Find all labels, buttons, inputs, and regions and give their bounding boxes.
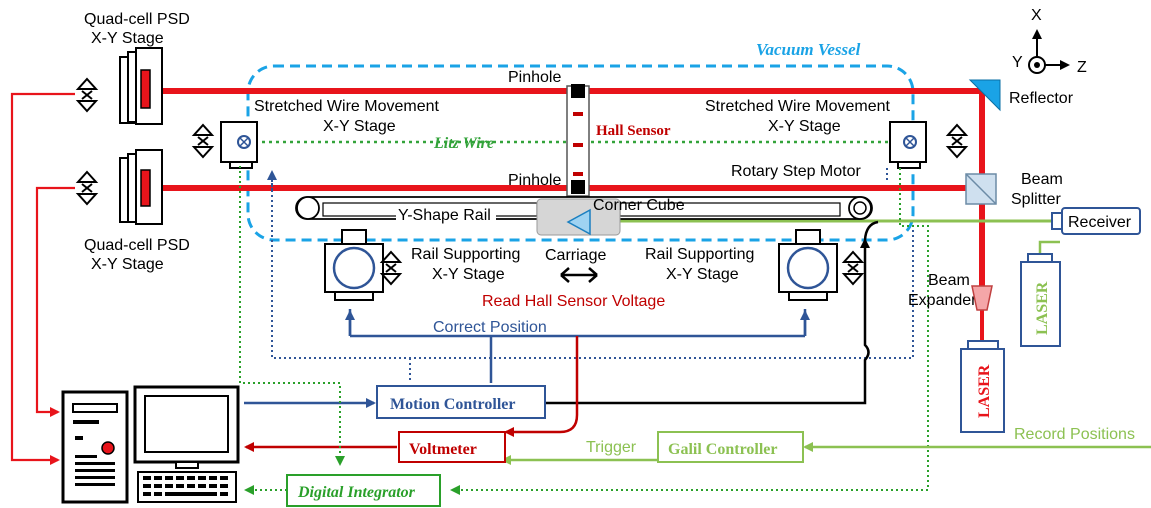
stage-arrow-icon bbox=[841, 250, 865, 286]
pinhole-bottom-label: Pinhole bbox=[508, 172, 561, 189]
digital-integrator-box bbox=[286, 474, 441, 507]
main-laser bbox=[960, 340, 1005, 433]
galil-controller-box bbox=[657, 431, 804, 463]
digital-integrator-label: Digital Integrator bbox=[297, 484, 416, 501]
stage-arrow-icon bbox=[75, 170, 99, 206]
voltmeter-label: Voltmeter bbox=[409, 441, 477, 458]
stretched-right-label-2: X-Y Stage bbox=[768, 118, 841, 135]
coordinate-axes bbox=[1028, 29, 1070, 74]
motion-controller-label: Motion Controller bbox=[390, 396, 515, 413]
vacuum-vessel-border bbox=[246, 64, 915, 242]
rail-support-stage-left bbox=[324, 229, 384, 301]
stage-arrow-icon bbox=[945, 123, 969, 159]
beam-expander-icon bbox=[971, 285, 993, 311]
stretched-left-label-1: Stretched Wire Movement bbox=[254, 98, 440, 115]
small-laser bbox=[1020, 240, 1061, 347]
hall-to-voltmeter-line bbox=[504, 336, 579, 437]
y-shape-rail-label-bg bbox=[396, 205, 496, 223]
vacuum-vessel-label: Vacuum Vessel bbox=[756, 40, 861, 59]
read-hall-voltage-label: Read Hall Sensor Voltage bbox=[482, 293, 665, 310]
beam-splitter bbox=[965, 173, 997, 205]
rotary-motor-label: Rotary Step Motor bbox=[731, 163, 862, 180]
computer-monitor bbox=[133, 385, 240, 503]
carriage-label: Carriage bbox=[545, 247, 606, 264]
voltmeter-box bbox=[398, 431, 506, 463]
small-laser-label: LASER bbox=[1034, 281, 1051, 335]
litz-right-to-integrator bbox=[450, 168, 929, 495]
beam-expander-label-1: Beam bbox=[928, 272, 970, 289]
quad-psd-bottom bbox=[119, 149, 163, 225]
litz-left-to-integrator bbox=[239, 166, 345, 466]
rail-support-right-label-1: Rail Supporting bbox=[645, 246, 754, 263]
dotted-blue-loop bbox=[271, 168, 914, 359]
quad-psd-top bbox=[119, 47, 163, 125]
beam-expander-label-2: Expander bbox=[908, 292, 977, 309]
black-curl-to-motor bbox=[863, 220, 879, 241]
psd-bottom-wire bbox=[35, 186, 75, 417]
hall-sensor-label: Hall Sensor bbox=[596, 123, 671, 139]
stage-arrow-icon bbox=[191, 123, 215, 159]
trigger-label: Trigger bbox=[586, 439, 637, 456]
receiver-label: Receiver bbox=[1068, 214, 1132, 231]
main-laser-label: LASER bbox=[976, 364, 993, 418]
quad-psd-top-label: Quad-cell PSD bbox=[84, 11, 190, 28]
beam-splitter-label-1: Beam bbox=[1021, 171, 1063, 188]
stretched-right-label-1: Stretched Wire Movement bbox=[705, 98, 891, 115]
axis-y-label: Y bbox=[1012, 54, 1023, 71]
corner-cube-label: Corner Cube bbox=[593, 197, 685, 214]
psd-top-wire bbox=[10, 92, 75, 465]
black-control-line bbox=[546, 238, 870, 405]
reflector-label: Reflector bbox=[1009, 90, 1074, 107]
rail-support-stage-right bbox=[778, 229, 838, 301]
quad-psd-top-stage: X-Y Stage bbox=[91, 30, 164, 47]
reflector-prism bbox=[968, 79, 1001, 112]
axis-z-label: Z bbox=[1077, 59, 1087, 76]
pinhole-top-label: Pinhole bbox=[508, 69, 561, 86]
stretched-wire-stage-left bbox=[220, 121, 258, 169]
computer-tower bbox=[61, 390, 129, 504]
beam-splitter-label-2: Splitter bbox=[1011, 191, 1061, 208]
receiver-unit bbox=[1051, 207, 1141, 235]
quad-psd-bottom-label: Quad-cell PSD bbox=[84, 237, 190, 254]
correct-position-label: Correct Position bbox=[433, 319, 547, 336]
rail-support-left-label-1: Rail Supporting bbox=[411, 246, 520, 263]
y-shape-rail-label: Y-Shape Rail bbox=[398, 207, 491, 224]
carriage-block bbox=[536, 198, 621, 236]
motion-controller-box bbox=[376, 385, 546, 419]
hall-sensor-probe bbox=[566, 84, 590, 197]
axis-x-label: X bbox=[1031, 7, 1042, 24]
galil-controller-label: Galil Controller bbox=[668, 441, 777, 458]
stage-arrow-icon bbox=[379, 250, 403, 286]
stretched-left-label-2: X-Y Stage bbox=[323, 118, 396, 135]
rail-support-left-label-2: X-Y Stage bbox=[432, 266, 505, 283]
stretched-wire-stage-right bbox=[889, 121, 927, 169]
rail-support-right-label-2: X-Y Stage bbox=[666, 266, 739, 283]
litz-wire-label: Litz Wire bbox=[433, 135, 494, 152]
double-arrow-icon bbox=[560, 267, 598, 283]
stage-arrow-icon bbox=[75, 77, 99, 113]
quad-psd-bottom-stage: X-Y Stage bbox=[91, 256, 164, 273]
record-positions-label: Record Positions bbox=[1014, 426, 1135, 443]
